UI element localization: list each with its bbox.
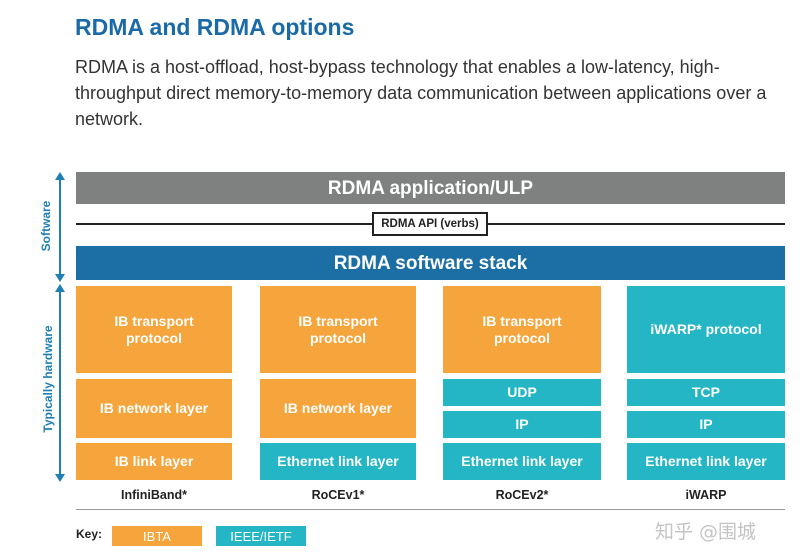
infiniband-link-box: IB link layer (76, 443, 232, 480)
rocev2-ip-box: IP (443, 411, 601, 438)
rocev2-link-box: Ethernet link layer (443, 443, 601, 480)
infiniband-network-box: IB network layer (76, 379, 232, 438)
rdma-software-stack-bar: RDMA software stack (76, 246, 785, 280)
hardware-arrow-head-top (55, 284, 65, 292)
rdma-application-bar: RDMA application/ULP (76, 172, 785, 204)
stack-label-rocev2: RoCEv2* (495, 488, 549, 502)
software-arrow-head-bottom (55, 274, 65, 282)
side-arrows (55, 172, 65, 482)
iwarp-tcp-box: TCP (627, 379, 785, 406)
page-title: RDMA and RDMA options (75, 14, 355, 40)
rocev1-network-box: IB network layer (260, 379, 416, 438)
iwarp-protocol-box: iWARP* protocol (627, 286, 785, 373)
infiniband-transport-box: IB transport protocol (76, 286, 232, 373)
description-text: RDMA is a host-offload, host-bypass tech… (75, 57, 767, 129)
rocev2-transport-box: IB transport protocol (443, 286, 601, 373)
hardware-arrow-head-bottom (55, 474, 65, 482)
key-label: Key: (76, 527, 103, 541)
iwarp-ip-box: IP (627, 411, 785, 438)
hardware-label: Typically hardware (41, 325, 55, 433)
stack-label-iwarp: iWARP (685, 488, 727, 502)
rocev1-transport-box: IB transport protocol (260, 286, 416, 373)
key-ibta-swatch: IBTA (112, 526, 202, 546)
bottom-divider (76, 509, 785, 510)
iwarp-link-box: Ethernet link layer (627, 443, 785, 480)
rdma-api-box: RDMA API (verbs) (372, 212, 488, 236)
software-label: Software (39, 200, 53, 252)
software-arrow-head-top (55, 172, 65, 180)
rocev1-link-box: Ethernet link layer (260, 443, 416, 480)
stack-label-rocev1: RoCEv1* (311, 488, 365, 502)
key-ieee-swatch: IEEE/IETF (216, 526, 306, 546)
stack-label-infiniband: InfiniBand* (121, 488, 187, 502)
watermark-text: 知乎 @围城 (655, 521, 757, 543)
rocev2-udp-box: UDP (443, 379, 601, 406)
